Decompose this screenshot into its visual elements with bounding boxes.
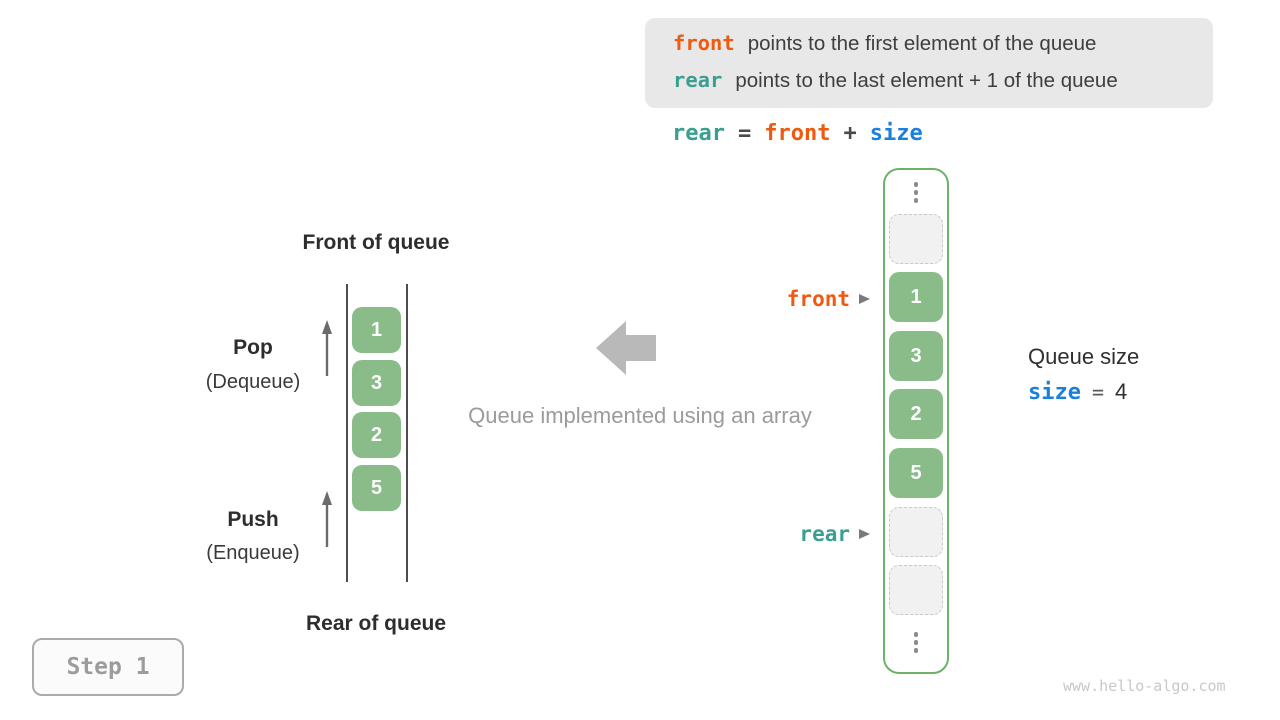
- size-keyword: size: [1028, 380, 1081, 405]
- formula-size: size: [869, 121, 923, 146]
- push-arrow-icon: [322, 491, 332, 547]
- size-value: 4: [1115, 379, 1128, 404]
- queue-size-equation: size = 4: [1028, 379, 1127, 405]
- queue-size-label: Queue size: [1028, 344, 1140, 369]
- equals-sign: =: [1091, 380, 1105, 404]
- array-container: 1 3 2 5: [883, 168, 949, 674]
- rear-of-queue-label: Rear of queue: [305, 612, 447, 635]
- queue-cell: 2: [352, 412, 401, 458]
- dequeue-sublabel: (Dequeue): [205, 371, 301, 393]
- front-of-queue-label: Front of queue: [302, 231, 450, 254]
- formula-front: front: [764, 121, 831, 146]
- front-definition: front points to the first element of the…: [673, 31, 1213, 68]
- empty-cell: [889, 214, 943, 264]
- pointer-formula: rear = front + size: [672, 121, 923, 146]
- rear-definition: rear points to the last element + 1 of t…: [673, 68, 1213, 105]
- formula-equals: =: [737, 121, 752, 146]
- filled-cell: 2: [889, 389, 943, 439]
- empty-cell: [889, 565, 943, 615]
- queue-cell: 3: [352, 360, 401, 406]
- pop-arrow-icon: [322, 320, 332, 376]
- ellipsis-bottom-icon: [885, 632, 947, 653]
- watermark: www.hello-algo.com: [1063, 677, 1226, 695]
- left-block-arrow-icon: [596, 321, 656, 375]
- filled-cell: 5: [889, 448, 943, 498]
- filled-cell: 3: [889, 331, 943, 381]
- queue-channel-line-left: [346, 284, 348, 582]
- enqueue-sublabel: (Enqueue): [206, 542, 300, 564]
- push-label: Push: [227, 508, 279, 531]
- queue-channel-line-right: [406, 284, 408, 582]
- rear-keyword: rear: [673, 68, 723, 92]
- front-pointer-label: front: [786, 287, 850, 311]
- pop-label: Pop: [233, 336, 273, 359]
- filled-cell: 1: [889, 272, 943, 322]
- empty-cell: [889, 507, 943, 557]
- pointer-arrow-icon: [859, 529, 870, 539]
- info-panel: front points to the first element of the…: [645, 18, 1213, 108]
- array-caption: Queue implemented using an array: [468, 403, 812, 428]
- rear-pointer: rear: [770, 522, 870, 546]
- queue-cell: 1: [352, 307, 401, 353]
- queue-cell: 5: [352, 465, 401, 511]
- rear-definition-text: points to the last element + 1 of the qu…: [735, 69, 1118, 92]
- step-badge: Step 1: [32, 638, 184, 696]
- pointer-arrow-icon: [859, 294, 870, 304]
- front-pointer: front: [770, 287, 870, 311]
- formula-plus: +: [843, 121, 857, 146]
- ellipsis-top-icon: [885, 182, 947, 203]
- front-keyword: front: [673, 31, 735, 55]
- formula-rear: rear: [672, 121, 725, 146]
- rear-pointer-label: rear: [799, 522, 850, 546]
- front-definition-text: points to the first element of the queue: [747, 32, 1097, 55]
